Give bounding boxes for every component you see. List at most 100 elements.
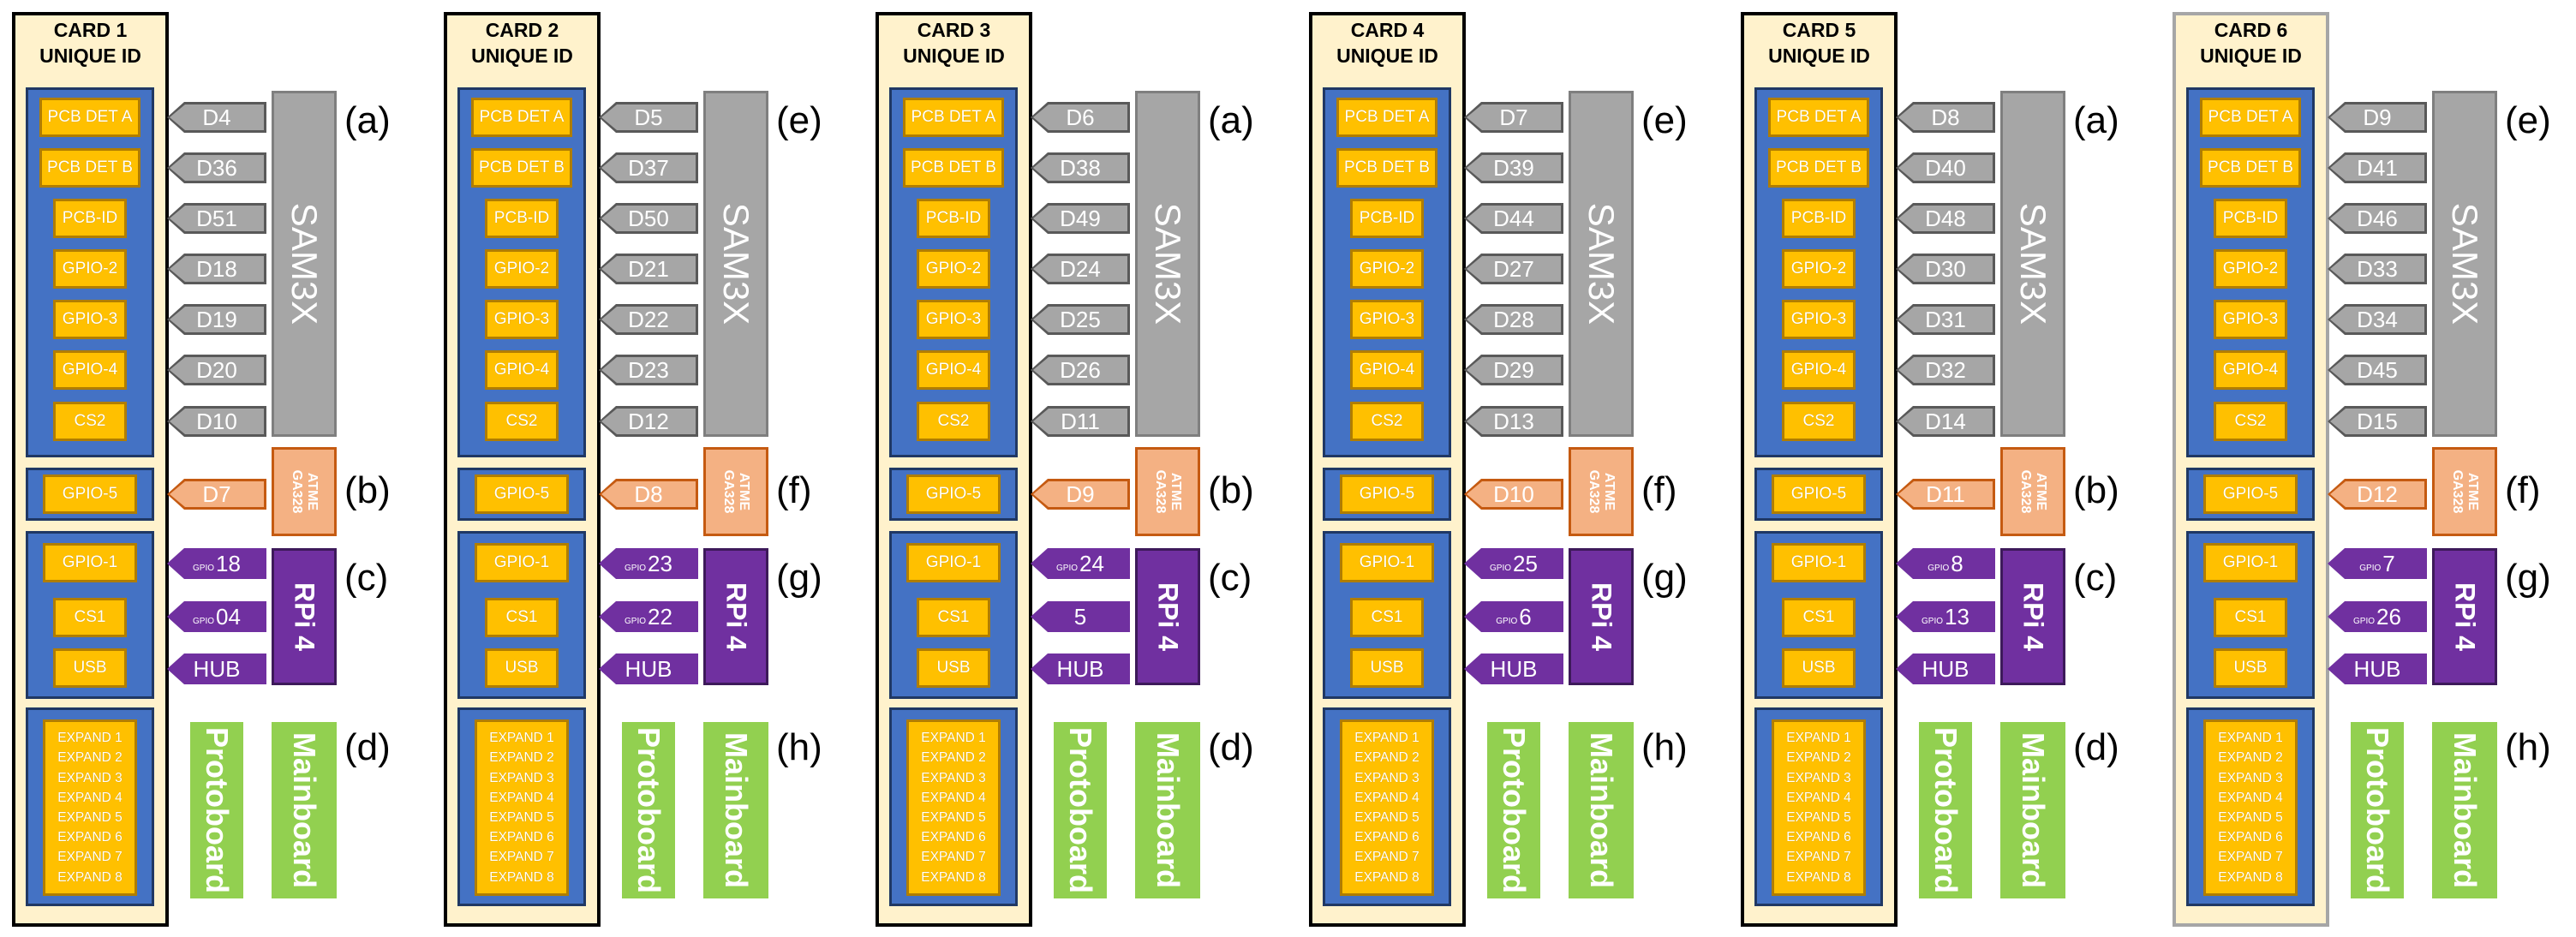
expand-label: EXPAND 4 bbox=[57, 790, 123, 805]
expand-label: EXPAND 1 bbox=[489, 731, 554, 746]
chip-cs2: CS2 bbox=[485, 402, 559, 441]
gpio-prefix: GPIO bbox=[1496, 616, 1518, 626]
group-label: (h) bbox=[776, 726, 822, 768]
atmega-pin-arrow: D7 bbox=[167, 479, 266, 510]
sam-pin-arrow: D44 bbox=[1464, 203, 1563, 234]
card-title-name: CARD 6 bbox=[2214, 19, 2288, 41]
sam-pin-arrow: D25 bbox=[1031, 304, 1130, 335]
expand-label: EXPAND 1 bbox=[1786, 731, 1851, 746]
chip-gpio-4: GPIO-4 bbox=[485, 350, 559, 390]
gpio-prefix: GPIO bbox=[1928, 563, 1950, 573]
sam-pin-arrow: D30 bbox=[1896, 254, 1995, 284]
group-label: (h) bbox=[1641, 726, 1688, 768]
chip-pcb-det-b: PCB DET B bbox=[1768, 148, 1869, 188]
sam-pin-arrow: D39 bbox=[1464, 152, 1563, 183]
sam-pin-arrow: D51 bbox=[167, 203, 266, 234]
card-title-subtitle: UNIQUE ID bbox=[1768, 45, 1870, 67]
sam-pin-label: D18 bbox=[170, 256, 264, 282]
expand-label: EXPAND 4 bbox=[1354, 790, 1419, 805]
expand-label: EXPAND 5 bbox=[921, 810, 986, 825]
expand-label: EXPAND 5 bbox=[1786, 810, 1851, 825]
chip-cs1: CS1 bbox=[2214, 598, 2287, 637]
rpi4-label: RPi 4 bbox=[2449, 582, 2481, 652]
hub-pin: HUB bbox=[1896, 654, 1995, 684]
sam-pin-label: D34 bbox=[2330, 307, 2424, 332]
card-title-name: CARD 2 bbox=[485, 19, 559, 41]
chip-gpio-1: GPIO-1 bbox=[1772, 543, 1866, 582]
gpio-number: 5 bbox=[1073, 603, 1087, 630]
chip-pcb-id: PCB-ID bbox=[1782, 199, 1856, 238]
sam-pin-label: D39 bbox=[1467, 155, 1561, 181]
sam-pin-arrow: D13 bbox=[1464, 406, 1563, 437]
atmega328-block: ATME GA328 bbox=[2000, 447, 2065, 536]
chip-gpio-2: GPIO-2 bbox=[53, 249, 127, 289]
rpi4-label: RPi 4 bbox=[2017, 582, 2049, 652]
expand-label: EXPAND 7 bbox=[489, 850, 554, 865]
expand-label: EXPAND 3 bbox=[921, 770, 986, 785]
atmega-pin-label: D9 bbox=[1033, 481, 1127, 507]
expand-label: EXPAND 2 bbox=[1786, 750, 1851, 766]
sam-pin-label: D48 bbox=[1898, 206, 1993, 231]
atmega-pin-label: D8 bbox=[601, 481, 696, 507]
group-label: (g) bbox=[2505, 557, 2551, 599]
gpio-number: 25 bbox=[1513, 550, 1538, 576]
expand-label: EXPAND 7 bbox=[1354, 850, 1419, 865]
sam-pin-label: D4 bbox=[170, 104, 264, 130]
mainboard-label: Mainboard bbox=[719, 731, 754, 889]
chip-cs2: CS2 bbox=[1350, 402, 1424, 441]
sam-pin-label: D10 bbox=[170, 409, 264, 434]
chip-cs1: CS1 bbox=[485, 598, 559, 637]
expand-label: EXPAND 1 bbox=[57, 731, 123, 746]
sam-pin-label: D7 bbox=[1467, 104, 1561, 130]
sam-pin-label: D30 bbox=[1898, 256, 1993, 282]
sam-pin-label: D14 bbox=[1898, 409, 1993, 434]
group-label: (b) bbox=[2073, 469, 2119, 511]
sam-pin-arrow: D34 bbox=[2328, 304, 2427, 335]
gpio-prefix: GPIO bbox=[2353, 616, 2376, 626]
group-label: (c) bbox=[1208, 557, 1252, 599]
sam-pin-arrow: D20 bbox=[167, 355, 266, 385]
mainboard-label: Mainboard bbox=[287, 731, 322, 889]
sam-pin-arrow: D29 bbox=[1464, 355, 1563, 385]
mainboard-block: Mainboard bbox=[272, 722, 337, 898]
rpi4-label: RPi 4 bbox=[1586, 582, 1617, 652]
chip-gpio-5: GPIO-5 bbox=[2203, 474, 2298, 514]
rpi4-label: RPi 4 bbox=[720, 582, 752, 652]
chip-gpio-1: GPIO-1 bbox=[906, 543, 1001, 582]
expand-label: EXPAND 3 bbox=[489, 770, 554, 785]
card-title-name: CARD 4 bbox=[1350, 19, 1425, 41]
sam-pin-arrow: D12 bbox=[599, 406, 698, 437]
group-label: (a) bbox=[1208, 99, 1254, 141]
expand-label: EXPAND 3 bbox=[1354, 770, 1419, 785]
chip-pcb-id: PCB-ID bbox=[917, 199, 990, 238]
expand-label: EXPAND 1 bbox=[1354, 731, 1419, 746]
group-label: (c) bbox=[344, 557, 389, 599]
expand-label: EXPAND 8 bbox=[1786, 869, 1851, 885]
sam-pin-label: D37 bbox=[601, 155, 696, 181]
sam-pin-arrow: D36 bbox=[167, 152, 266, 183]
atmega-pin-label: D10 bbox=[1467, 481, 1561, 507]
gpio-number: 18 bbox=[216, 550, 241, 576]
expand-label: EXPAND 2 bbox=[1354, 750, 1419, 766]
expand-label: EXPAND 3 bbox=[2218, 770, 2283, 785]
sam-pin-label: D49 bbox=[1033, 206, 1127, 231]
chip-gpio-5: GPIO-5 bbox=[906, 474, 1001, 514]
group-label: (f) bbox=[2505, 469, 2541, 511]
group-label: (h) bbox=[2505, 726, 2551, 768]
sam-pin-label: D36 bbox=[170, 155, 264, 181]
chip-usb: USB bbox=[1350, 648, 1424, 688]
chip-gpio-4: GPIO-4 bbox=[53, 350, 127, 390]
protoboard-block: Protoboard bbox=[2351, 722, 2404, 898]
mainboard-block: Mainboard bbox=[1135, 722, 1200, 898]
chip-pcb-id: PCB-ID bbox=[485, 199, 559, 238]
sam-pin-label: D9 bbox=[2330, 104, 2424, 130]
chip-gpio-2: GPIO-2 bbox=[1782, 249, 1856, 289]
chip-gpio-1: GPIO-1 bbox=[2203, 543, 2298, 582]
atmega-pin-label: D7 bbox=[170, 481, 264, 507]
sam-pin-arrow: D10 bbox=[167, 406, 266, 437]
